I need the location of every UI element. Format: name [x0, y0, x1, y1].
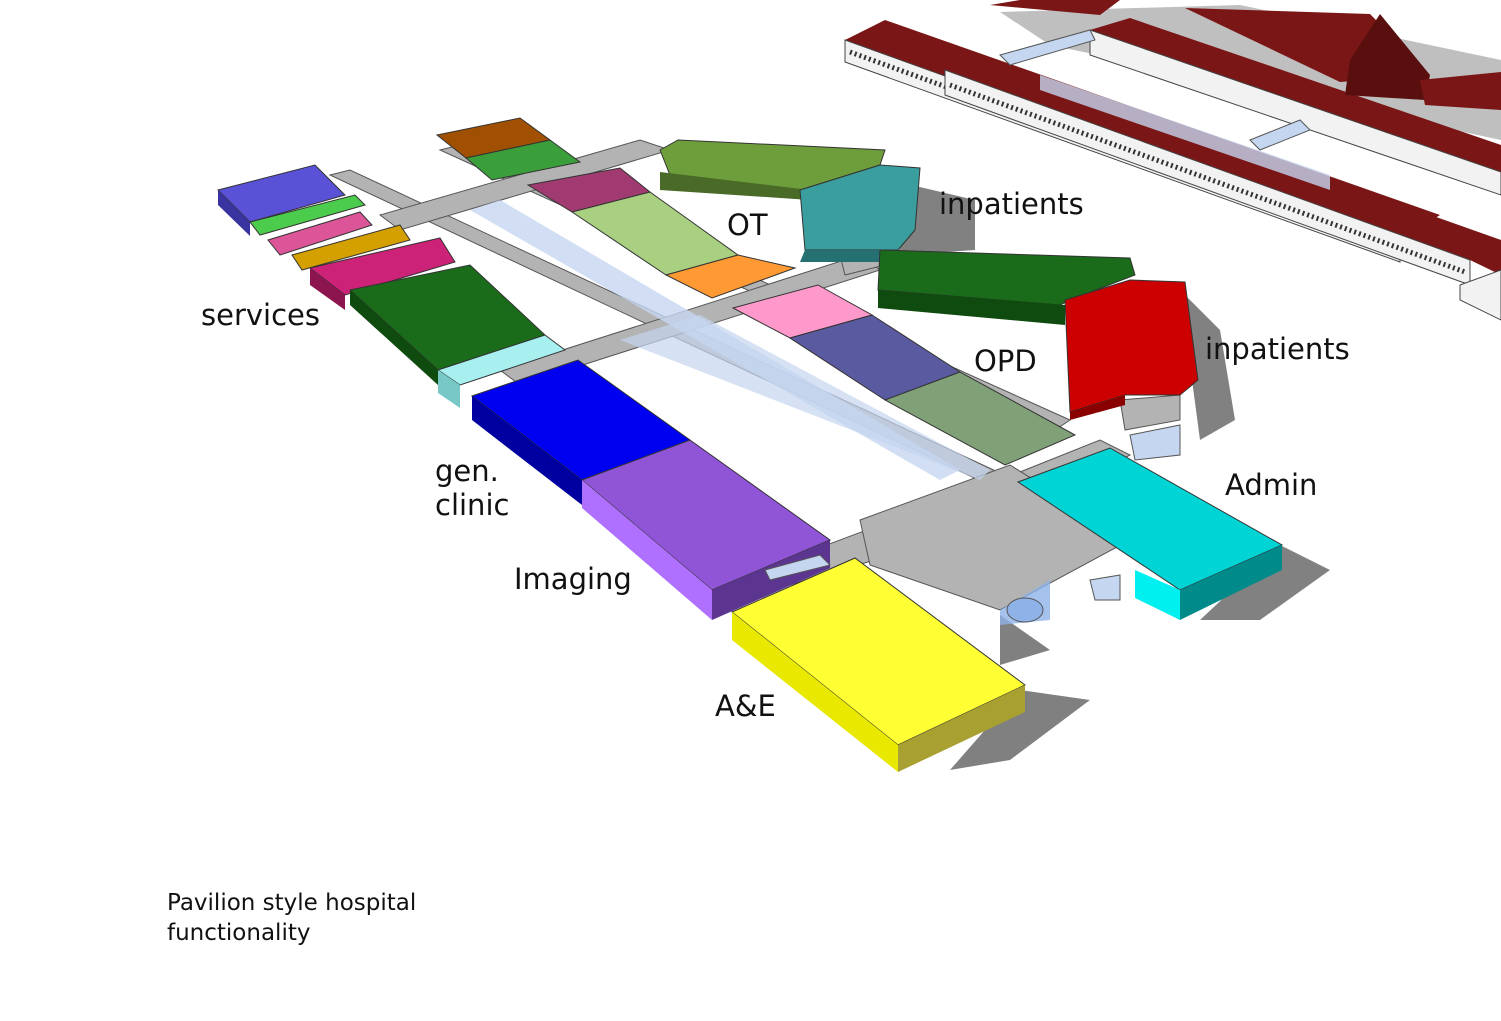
admin-label: Admin — [1225, 468, 1318, 502]
services-wing — [217, 164, 567, 408]
diagram-caption: Pavilion style hospital functionality — [167, 888, 416, 948]
inpatients-lower-wing — [877, 249, 1199, 420]
ae-label: A&E — [715, 689, 776, 723]
ot-wing — [435, 117, 797, 299]
caption-line1: Pavilion style hospital — [167, 890, 417, 916]
opd-wing — [731, 284, 1077, 466]
services-label: services — [201, 298, 320, 332]
imaging-label: Imaging — [514, 562, 632, 596]
opd-label: OPD — [974, 344, 1037, 378]
inpatients-upper-wing — [659, 139, 921, 262]
gen-clinic-label-line2: clinic — [435, 488, 510, 522]
ae-wing — [731, 554, 1026, 772]
ot-label: OT — [727, 208, 768, 242]
gen-clinic-label-line1: gen. — [435, 454, 499, 488]
admin-wing — [1016, 447, 1284, 620]
existing-pavilions — [844, 0, 1501, 321]
inpatients-upper-label: inpatients — [939, 187, 1084, 221]
caption-line2: functionality — [167, 920, 311, 946]
inpatients-lower-label: inpatients — [1205, 332, 1350, 366]
